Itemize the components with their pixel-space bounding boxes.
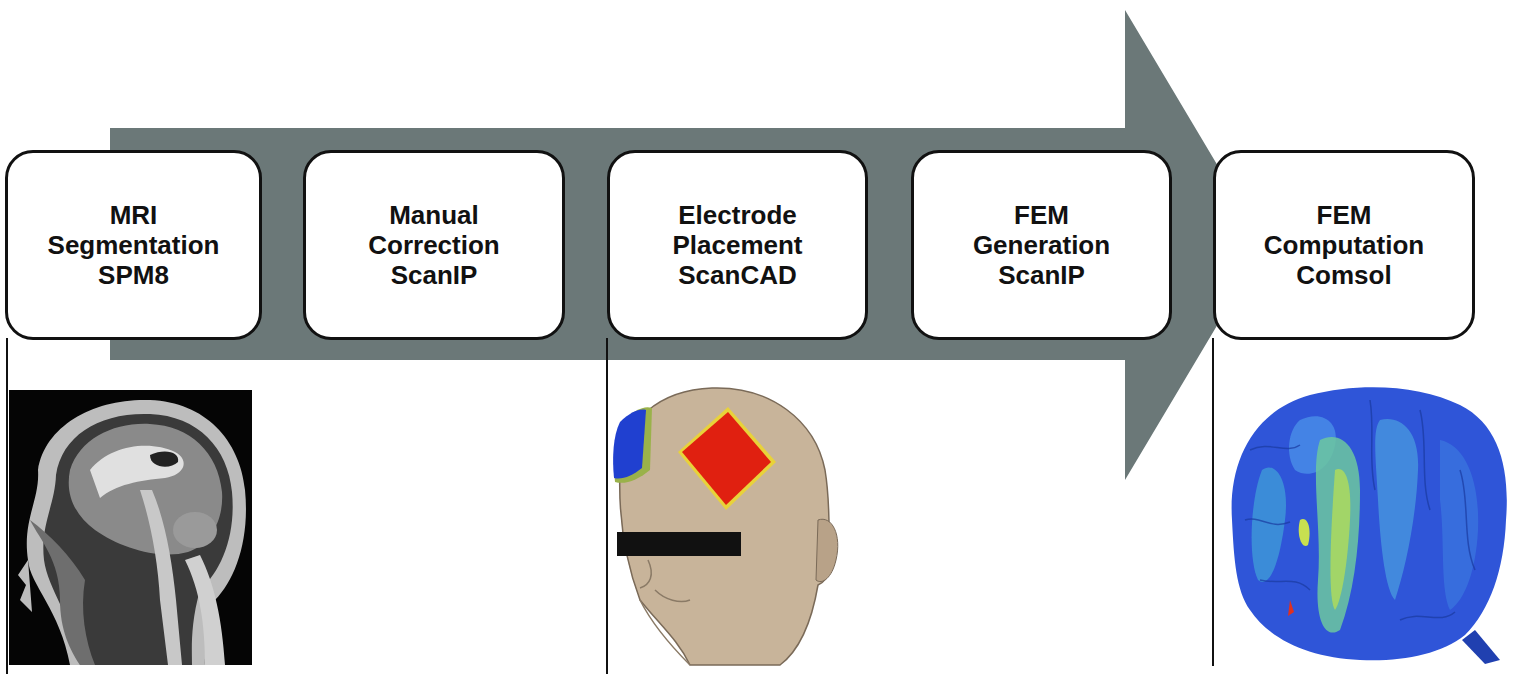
tool-label: SPM8	[98, 260, 169, 290]
tool-label: ScanCAD	[678, 260, 796, 290]
process-box: Electrode PlacementScanCAD	[607, 150, 868, 340]
leader-line	[606, 338, 608, 674]
step-label: Manual Correction	[368, 200, 499, 260]
leader-line	[1212, 338, 1214, 666]
tool-label: Comsol	[1296, 260, 1391, 290]
process-box: FEM ComputationComsol	[1213, 150, 1475, 340]
process-box: MRI SegmentationSPM8	[5, 150, 262, 340]
step-label: Electrode Placement	[672, 200, 802, 260]
step-label: MRI Segmentation	[48, 200, 220, 260]
step-label: FEM Computation	[1264, 200, 1424, 260]
process-box: Manual CorrectionScanIP	[303, 150, 565, 340]
brain-field-map	[1232, 387, 1507, 664]
mri-image	[9, 390, 252, 665]
leader-line	[6, 338, 8, 674]
head-model	[613, 388, 838, 665]
step-label: FEM Generation	[973, 200, 1110, 260]
tool-label: ScanIP	[391, 260, 478, 290]
tool-label: ScanIP	[998, 260, 1085, 290]
process-box: FEM GenerationScanIP	[911, 150, 1172, 340]
